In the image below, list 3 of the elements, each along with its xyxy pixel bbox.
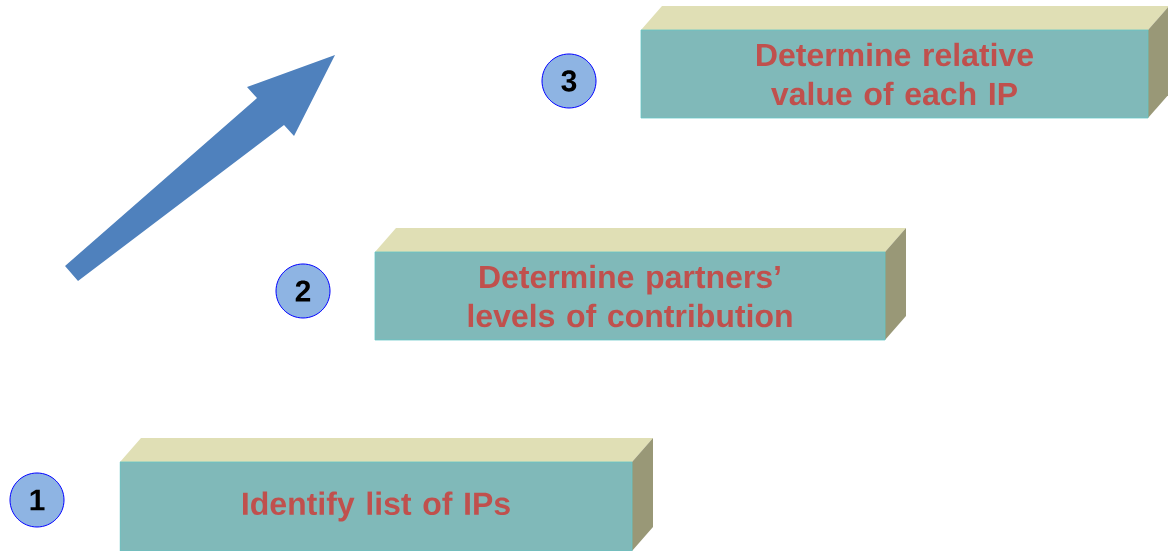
step-block: Determine relative value of each IP [640,6,1168,119]
step-block: Determine partners’ levels of contribution [374,228,906,341]
step-block: Identify list of IPs [119,438,653,551]
